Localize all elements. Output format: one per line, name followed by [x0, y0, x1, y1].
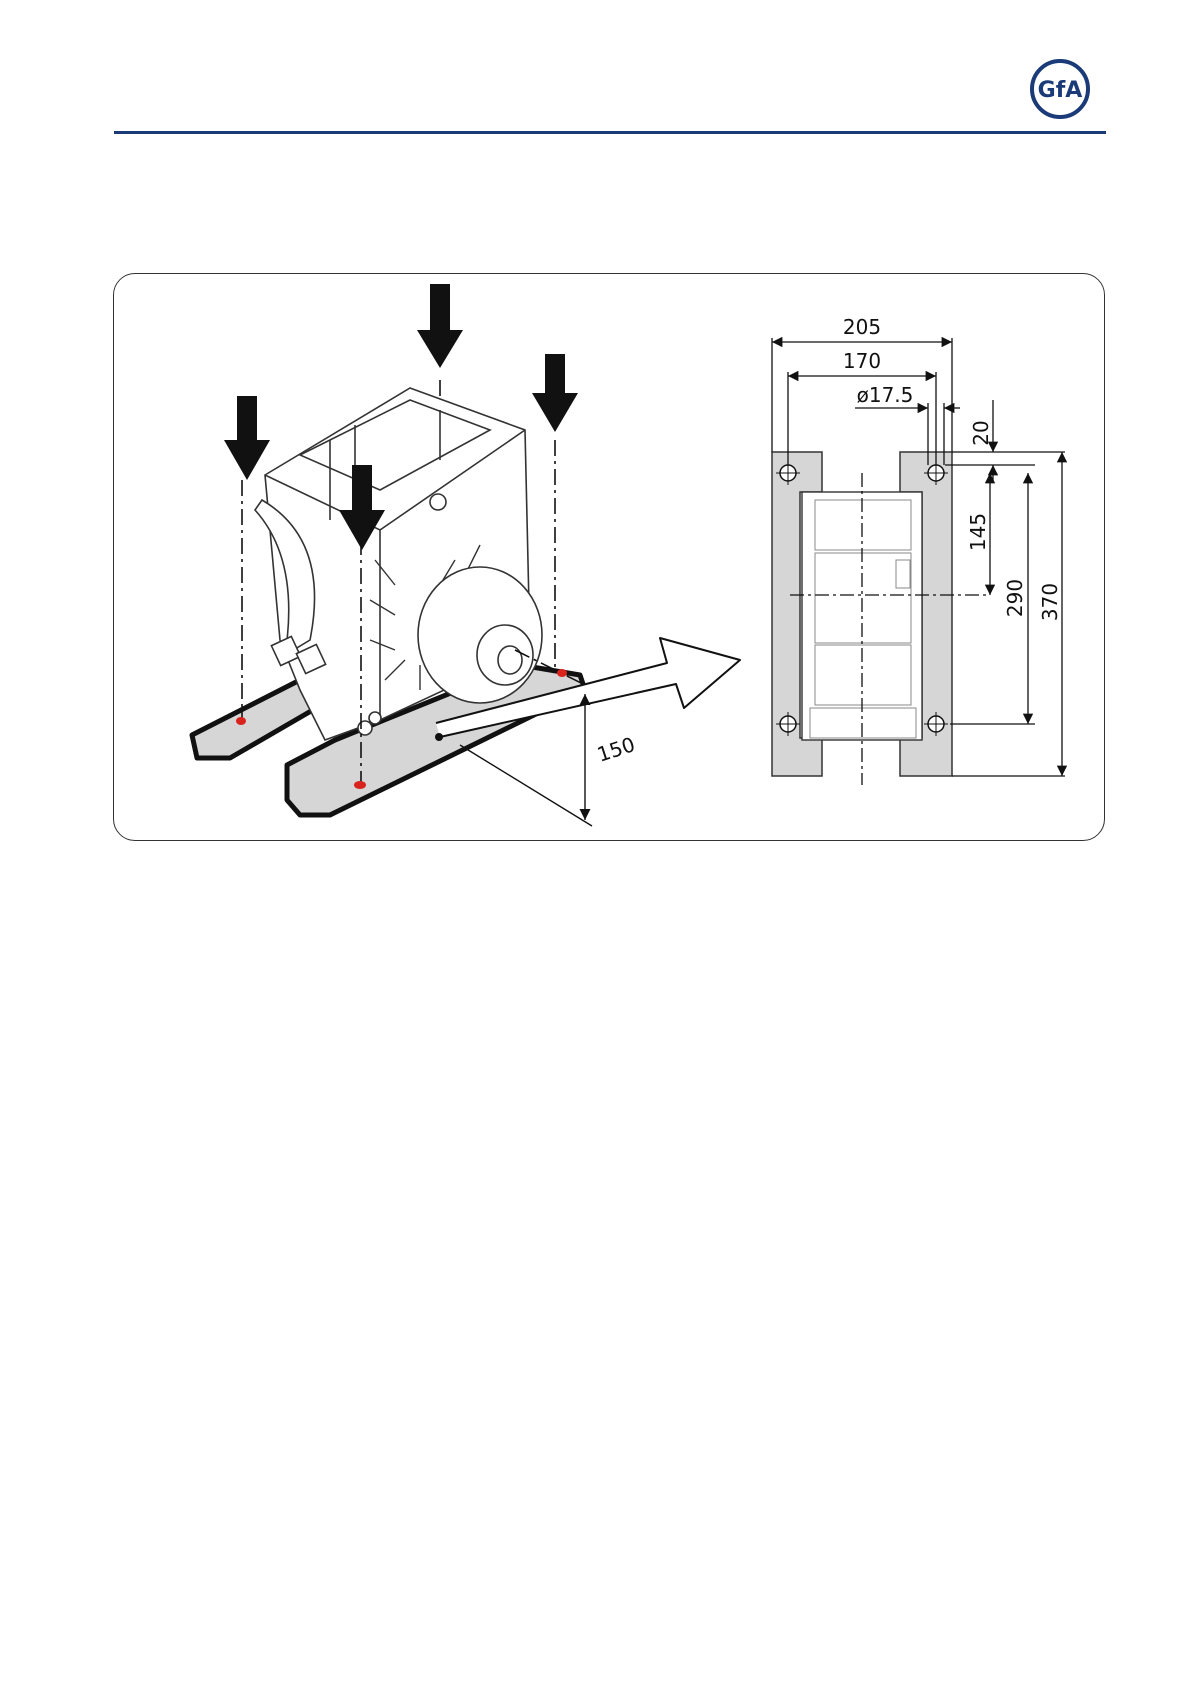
dim-label-145: 145 [966, 513, 990, 551]
dim-label-hole-diameter: ø17.5 [857, 383, 914, 407]
drill-marker [557, 669, 567, 677]
dim-label-170: 170 [843, 349, 881, 373]
down-arrow-icon [224, 396, 270, 480]
dim-label-20: 20 [969, 420, 993, 445]
drill-marker [236, 717, 246, 725]
drill-marker [354, 781, 366, 789]
gearbox-housing [255, 388, 542, 740]
down-arrow-icon [417, 284, 463, 368]
dim-label-370: 370 [1038, 583, 1062, 621]
plan-view: 205 170 ø17.5 20 145 290 370 [772, 315, 1065, 785]
dim-label-150: 150 [594, 732, 638, 767]
down-arrow-icon [532, 354, 578, 432]
dim-label-205: 205 [843, 315, 881, 339]
isometric-drive-illustration: 150 [192, 284, 740, 826]
dim-label-290: 290 [1003, 579, 1027, 617]
